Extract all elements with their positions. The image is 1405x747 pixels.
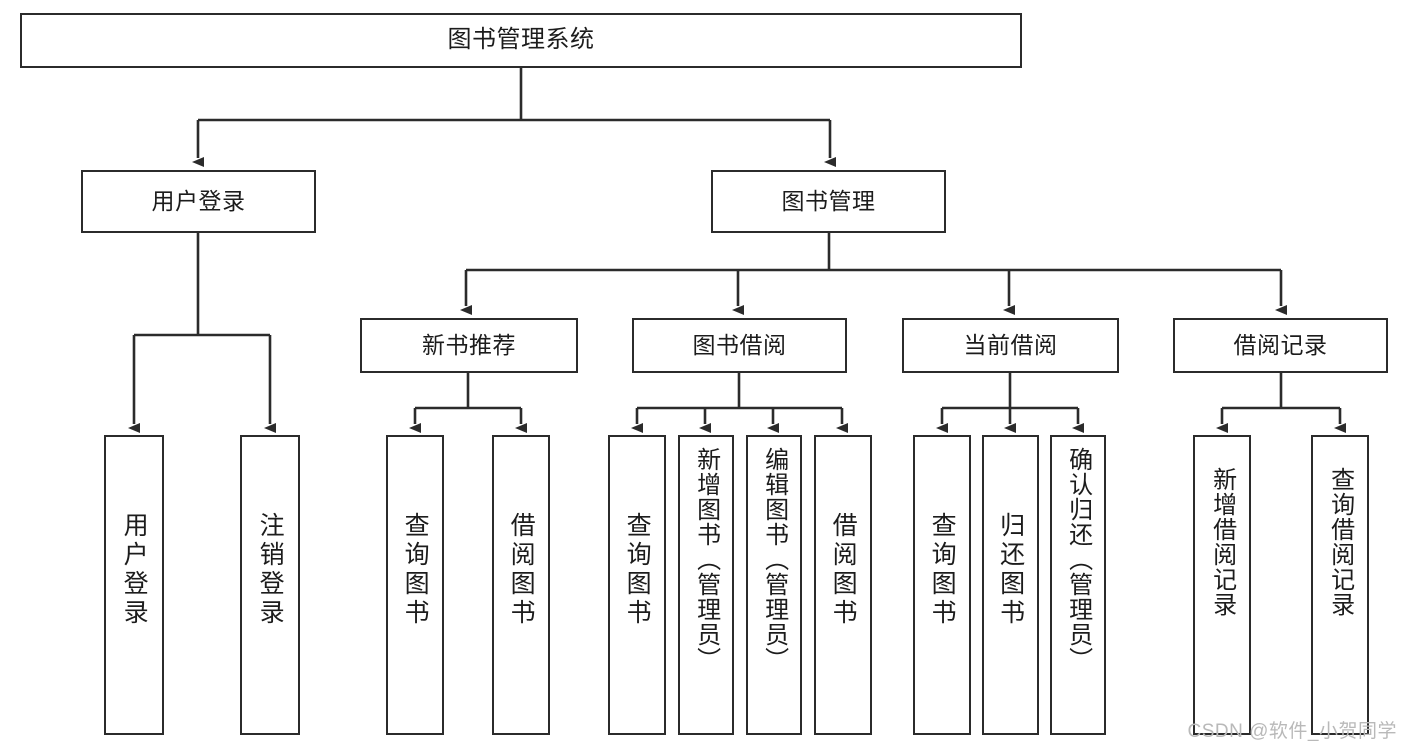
leaf-borrow-book-new[interactable]: 借阅图书 — [492, 435, 550, 735]
node-label: 新增借阅记录 — [1208, 467, 1236, 617]
leaf-query-borrow-record[interactable]: 查询借阅记录 — [1311, 435, 1369, 735]
node-label: 编辑图书（管理员） — [760, 447, 788, 672]
leaf-user-logout[interactable]: 注销登录 — [240, 435, 300, 735]
node-label: 用户登录 — [151, 187, 246, 214]
leaf-query-book-new[interactable]: 查询图书 — [386, 435, 444, 735]
node-label: 借阅图书 — [507, 512, 536, 628]
node-label: 新增图书（管理员） — [692, 447, 720, 672]
node-root-system[interactable]: 图书管理系统 — [20, 13, 1022, 68]
node-label: 注销登录 — [256, 512, 285, 628]
node-borrow-record[interactable]: 借阅记录 — [1173, 318, 1388, 373]
node-label: 查询借阅记录 — [1326, 467, 1354, 617]
node-label: 确认归还（管理员） — [1064, 447, 1092, 672]
node-label: 图书借阅 — [692, 331, 787, 358]
leaf-confirm-return[interactable]: 确认归还（管理员） — [1050, 435, 1106, 735]
node-new-book-rec[interactable]: 新书推荐 — [360, 318, 578, 373]
node-label: 查询图书 — [401, 512, 430, 628]
node-label: 借阅记录 — [1233, 331, 1328, 358]
node-label: 图书管理 — [781, 187, 876, 214]
node-label: 查询图书 — [928, 512, 957, 628]
leaf-return-book[interactable]: 归还图书 — [982, 435, 1039, 735]
node-label: 用户登录 — [120, 512, 149, 628]
node-book-borrow[interactable]: 图书借阅 — [632, 318, 847, 373]
leaf-add-book[interactable]: 新增图书（管理员） — [678, 435, 734, 735]
node-label: 借阅图书 — [829, 512, 858, 628]
node-label: 归还图书 — [996, 512, 1025, 628]
node-label: 查询图书 — [623, 512, 652, 628]
csdn-watermark: CSDN @软件_小贺同学 — [1187, 721, 1397, 742]
node-user-login[interactable]: 用户登录 — [81, 170, 316, 233]
node-label: 图书管理系统 — [447, 26, 595, 54]
leaf-query-book-current[interactable]: 查询图书 — [913, 435, 971, 735]
node-label: 当前借阅 — [963, 331, 1058, 358]
leaf-borrow-book-borrow[interactable]: 借阅图书 — [814, 435, 872, 735]
leaf-query-book-borrow[interactable]: 查询图书 — [608, 435, 666, 735]
leaf-user-login[interactable]: 用户登录 — [104, 435, 164, 735]
leaf-edit-book[interactable]: 编辑图书（管理员） — [746, 435, 802, 735]
leaf-add-borrow-record[interactable]: 新增借阅记录 — [1193, 435, 1251, 735]
node-book-manage[interactable]: 图书管理 — [711, 170, 946, 233]
node-current-borrow[interactable]: 当前借阅 — [902, 318, 1119, 373]
node-label: 新书推荐 — [422, 331, 516, 358]
